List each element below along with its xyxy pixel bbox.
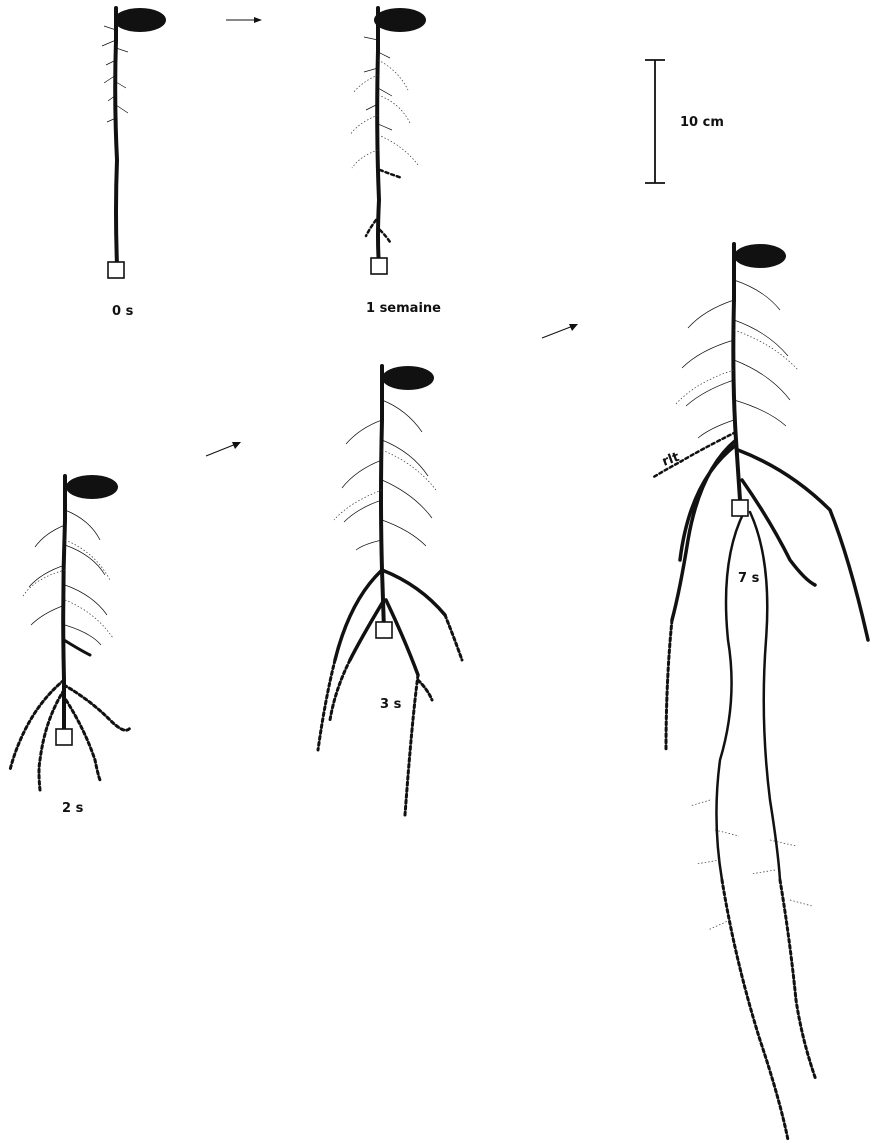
lateral-roots	[318, 400, 462, 815]
seed	[374, 8, 426, 32]
reference-marker	[371, 258, 387, 274]
scale-bar: 10 cm	[645, 60, 724, 183]
taproot	[377, 8, 379, 265]
seedling-stage-0: 0 s	[102, 8, 166, 319]
lateral-roots	[10, 510, 130, 790]
seedling-stage-7-weeks: 7 s rlt	[652, 244, 868, 1140]
reference-marker	[108, 262, 124, 278]
seedling-stage-1-week: 1 semaine	[350, 8, 441, 316]
seedling-stage-2-weeks: 2 s	[10, 475, 130, 816]
taproot	[381, 366, 384, 630]
seed	[382, 366, 434, 390]
stage-label-2s: 2 s	[62, 801, 84, 816]
arrow-stage-0-to-1	[226, 17, 262, 23]
seed	[66, 475, 118, 499]
seed	[734, 244, 786, 268]
arrow-stage-2-to-3	[206, 442, 241, 456]
stage-label-7s: 7 s	[738, 571, 760, 586]
stage-label-0s: 0 s	[112, 304, 134, 319]
reference-marker	[376, 622, 392, 638]
reference-marker	[56, 729, 72, 745]
scale-bar-label: 10 cm	[680, 115, 724, 130]
seedling-stage-3-weeks: 3 s	[318, 366, 462, 815]
stage-label-1-semaine: 1 semaine	[366, 301, 441, 316]
taproot	[115, 8, 117, 265]
lateral-roots	[350, 37, 418, 242]
arrow-stage-1-to-7	[542, 324, 578, 338]
seed	[114, 8, 166, 32]
stage-label-3s: 3 s	[380, 697, 402, 712]
reference-marker	[732, 500, 748, 516]
lateral-roots	[652, 280, 868, 1140]
taproot	[733, 244, 740, 500]
annotation-rlt: rlt	[660, 450, 681, 470]
